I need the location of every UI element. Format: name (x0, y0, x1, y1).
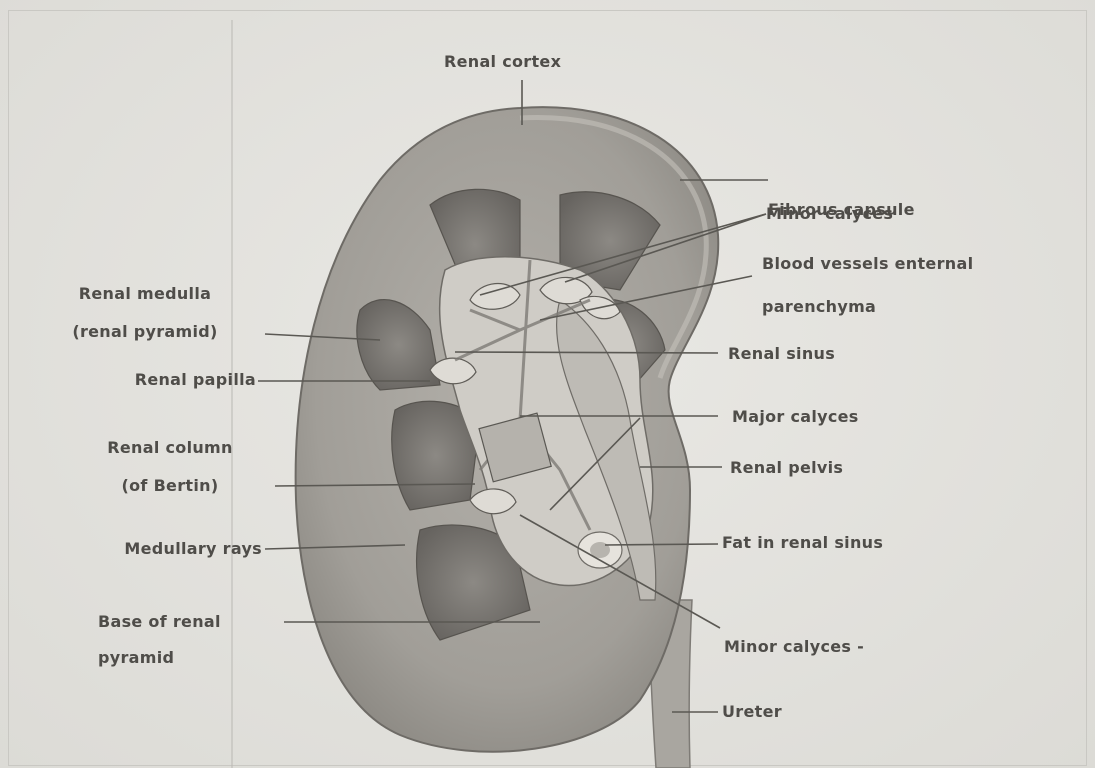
label-renal-medulla: Renal medulla (30, 282, 260, 306)
label-renal-pyramid: (renal pyramid) (30, 320, 260, 344)
label-renal-papilla: Renal papilla (40, 368, 256, 392)
label-base-of-renal: Base of renal (98, 610, 221, 634)
leader-renal-sinus (455, 352, 718, 353)
label-major-calyces: Major calyces (732, 405, 859, 429)
label-medullary-rays: Medullary rays (40, 537, 262, 561)
label-renal-pelvis: Renal pelvis (730, 456, 843, 480)
label-renal-column: Renal column (60, 436, 280, 460)
label-ureter: Ureter (722, 700, 782, 724)
label-parenchyma: parenchyma (762, 295, 876, 319)
label-minor-calyces-bottom: Minor calyces - (724, 635, 864, 659)
label-pyramid: pyramid (98, 646, 174, 670)
label-renal-cortex: Renal cortex (444, 50, 561, 74)
label-blood-vessels: Blood vessels enternal (762, 252, 973, 276)
label-of-bertin: (of Bertin) (60, 474, 280, 498)
leader-fat-sinus (605, 544, 718, 545)
label-renal-sinus: Renal sinus (728, 342, 835, 366)
label-fat-in-renal-sinus: Fat in renal sinus (722, 531, 883, 555)
label-minor-calyces-top: Minor calyces (766, 202, 893, 226)
